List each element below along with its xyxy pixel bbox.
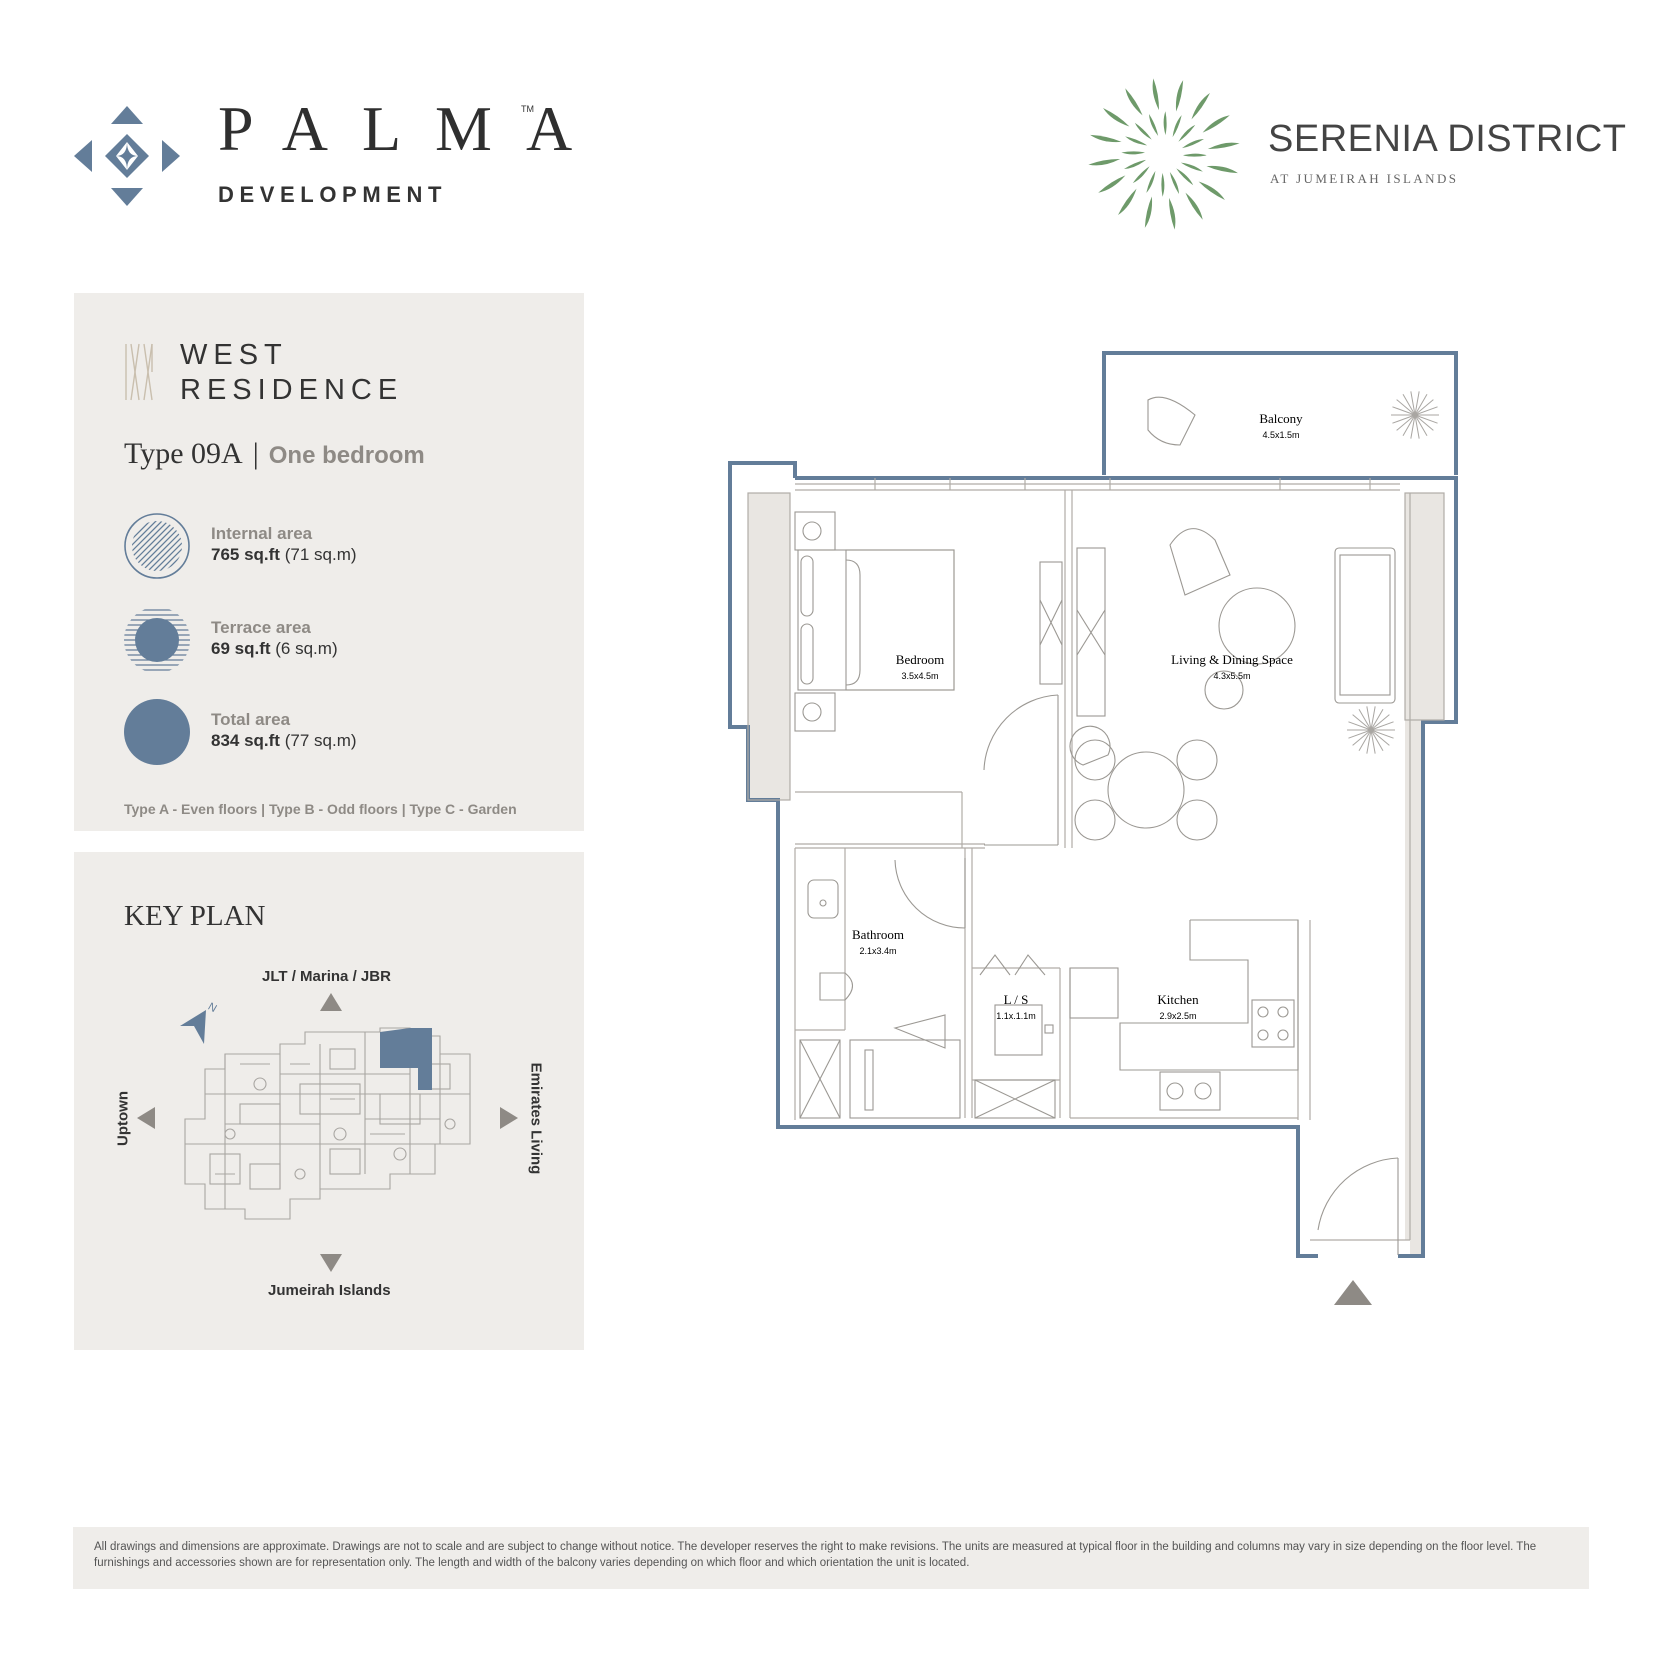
palma-emblem-icon — [74, 106, 180, 206]
room-label-linen-storage: L / S — [1004, 992, 1029, 1007]
serenia-title: SERENIA DISTRICT — [1268, 118, 1627, 160]
key-plan-left-label: Uptown — [114, 1091, 132, 1146]
plant-icon — [1391, 391, 1439, 439]
floor-types-note: Type A - Even floors | Type B - Odd floo… — [124, 801, 517, 817]
room-dim-linen-storage: 1.1x.1.1m — [996, 1011, 1036, 1021]
unit-type-separator: | — [252, 437, 259, 470]
serenia-leaf-sun-icon — [1088, 78, 1240, 230]
total-area-icon — [123, 698, 191, 766]
room-dim-kitchen: 2.9x2.5m — [1159, 1011, 1196, 1021]
north-letter: N — [206, 1001, 219, 1015]
arrow-down-icon — [319, 1253, 343, 1273]
room-label-balcony: Balcony — [1259, 411, 1303, 426]
unit-bedrooms: One bedroom — [268, 442, 425, 469]
internal-area-sqft: 765 sq.ft — [211, 545, 280, 564]
terrace-area-sqm: (6 sq.m) — [275, 639, 338, 658]
building-name-line2: RESIDENCE — [180, 374, 404, 406]
arrow-left-icon — [136, 1106, 156, 1130]
serenia-logo — [1088, 78, 1240, 230]
disclaimer-box — [73, 1527, 1589, 1589]
total-area-sqm: (77 sq.m) — [284, 731, 357, 750]
serenia-subtitle: AT JUMEIRAH ISLANDS — [1270, 171, 1459, 186]
west-residence-icon — [124, 342, 154, 402]
palma-logo — [72, 104, 182, 208]
palma-trademark: TM — [521, 104, 534, 114]
key-plan-top-label: JLT / Marina / JBR — [262, 968, 391, 985]
room-label-kitchen: Kitchen — [1157, 992, 1199, 1007]
palma-subtitle: DEVELOPMENT — [218, 182, 448, 207]
room-dim-living-dining: 4.3x5.5m — [1213, 671, 1250, 681]
total-area-sqft: 834 sq.ft — [211, 731, 280, 750]
total-area-label: Total area — [211, 710, 291, 729]
plant-icon — [1347, 706, 1395, 754]
north-arrow-icon: N — [176, 996, 222, 1048]
room-dim-bedroom: 3.5x4.5m — [901, 671, 938, 681]
arrow-right-icon — [499, 1106, 519, 1130]
terrace-area-icon — [123, 606, 191, 674]
disclaimer-text: All drawings and dimensions are approxim… — [94, 1541, 1537, 1569]
internal-area-sqm: (71 sq.m) — [284, 545, 357, 564]
room-label-bedroom: Bedroom — [896, 652, 944, 667]
key-plan-right-label: Emirates Living — [527, 1062, 545, 1175]
room-dim-balcony: 4.5x1.5m — [1262, 430, 1299, 440]
building-name-line1: WEST — [180, 339, 288, 371]
internal-area-value: 765 sq.ft (71 sq.m) — [211, 545, 357, 565]
key-plan-bottom-label: Jumeirah Islands — [268, 1282, 391, 1299]
palma-wordmark: PALMA — [218, 93, 607, 164]
room-label-bathroom: Bathroom — [852, 927, 904, 942]
key-plan-building-map — [180, 1024, 492, 1224]
terrace-area-sqft: 69 sq.ft — [211, 639, 271, 658]
building-name: WEST RESIDENCE — [180, 338, 403, 408]
internal-area-label: Internal area — [211, 524, 313, 543]
unit-type-line: Type 09A | One bedroom — [124, 437, 425, 471]
key-plan-title: KEY PLAN — [124, 900, 266, 932]
terrace-area-value: 69 sq.ft (6 sq.m) — [211, 639, 338, 659]
terrace-area-label: Terrace area — [211, 618, 311, 637]
internal-area-icon — [123, 512, 191, 580]
room-dim-bathroom: 2.1x3.4m — [859, 946, 896, 956]
unit-type: Type 09A — [124, 437, 243, 470]
total-area-value: 834 sq.ft (77 sq.m) — [211, 731, 357, 751]
room-label-living-dining: Living & Dining Space — [1171, 652, 1293, 667]
arrow-up-icon — [319, 992, 343, 1012]
